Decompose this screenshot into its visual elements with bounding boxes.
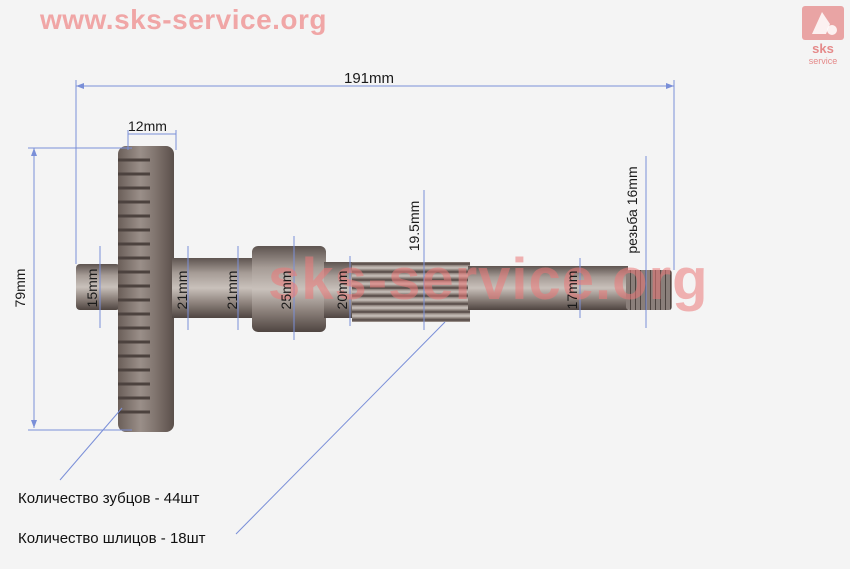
label-bearing-diameter: 25mm (278, 270, 294, 310)
watermark-overlay: sks-service.org (268, 247, 709, 312)
logo-line-1: sks (812, 41, 834, 56)
bearing-seat (252, 246, 326, 332)
gear (118, 146, 174, 432)
label-end-diameter: 15mm (84, 268, 100, 308)
sks-logo: sks service (802, 6, 844, 66)
label-thin-shaft-diameter: 17mm (564, 270, 580, 310)
label-total-length: 191mm (344, 70, 395, 87)
logo-line-2: service (809, 56, 838, 66)
note-teeth-count: Количество зубцов - 44шт (18, 490, 200, 507)
thin-shaft (468, 266, 628, 310)
watermark-url: www.sks-service.org (40, 4, 328, 35)
label-spline-outer-diameter: 19.5mm (406, 200, 422, 252)
label-spline-root-diameter: 20mm (334, 270, 350, 310)
threaded-end (626, 270, 672, 310)
shaft-hub (172, 258, 254, 318)
dimension-lines (28, 80, 675, 535)
label-thread: резьба 16mm (624, 166, 640, 254)
spline-section (352, 262, 470, 322)
label-hub-diameter: 21mm (174, 270, 190, 310)
label-gear-width: 12mm (128, 118, 167, 134)
note-spline-count: Количество шлицов - 18шт (18, 530, 206, 547)
label-gear-diameter: 79mm (12, 268, 28, 308)
shaft-end-stub (76, 264, 120, 310)
label-shaft-diameter: 21mm (224, 270, 240, 310)
dimension-arrows (31, 83, 674, 428)
shaft-collar (324, 262, 354, 318)
